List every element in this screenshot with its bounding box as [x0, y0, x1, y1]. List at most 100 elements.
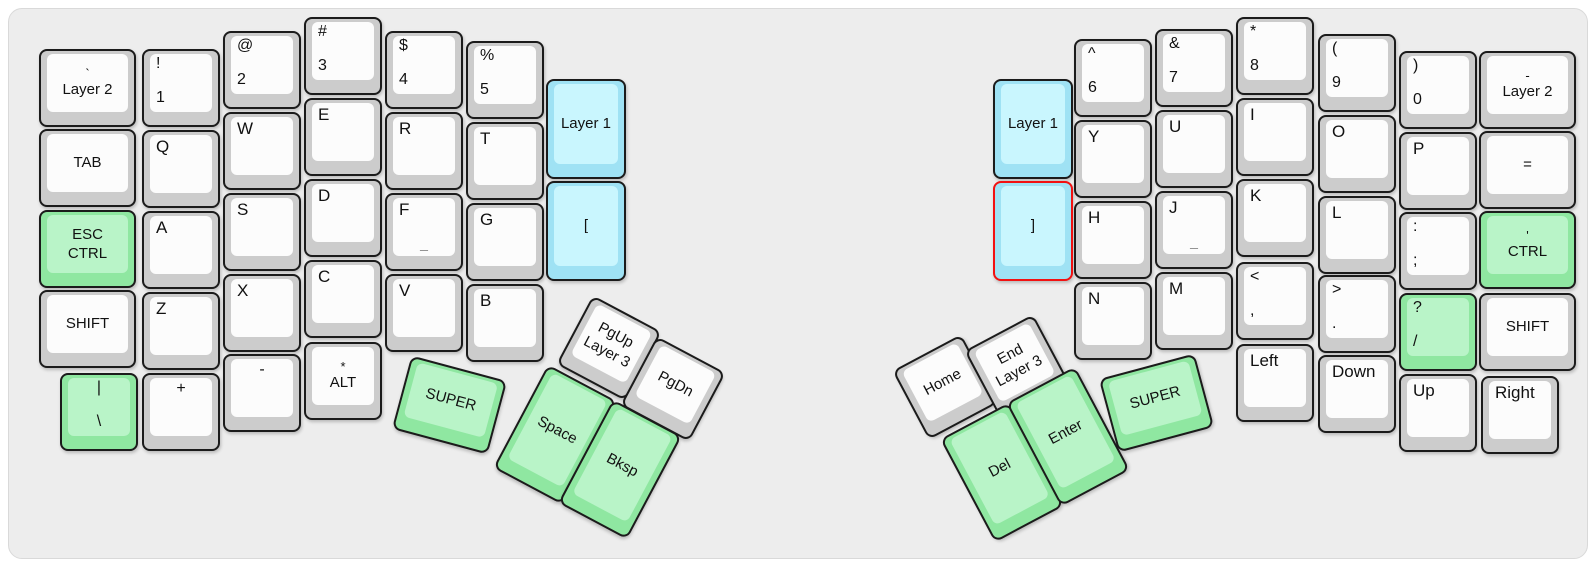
- key-q[interactable]: Q: [142, 130, 220, 208]
- key-label: %: [480, 47, 495, 64]
- key-8[interactable]: *8: [1236, 17, 1314, 95]
- keycap-u: U: [1163, 115, 1225, 173]
- keycap-left-bracket: [: [554, 186, 618, 266]
- key-left-arrow[interactable]: Left: [1236, 344, 1314, 422]
- keycap-down-arrow: Down: [1326, 360, 1388, 418]
- keycap-2: @2: [231, 36, 293, 94]
- key-p[interactable]: P: [1399, 132, 1477, 210]
- key-backtick-layer2[interactable]: `Layer 2: [39, 49, 136, 127]
- key-f[interactable]: F_: [385, 193, 463, 271]
- key-a[interactable]: A: [142, 211, 220, 289]
- key-label: C: [318, 267, 331, 286]
- key-right-bracket[interactable]: ]: [993, 181, 1073, 281]
- key-2[interactable]: @2: [223, 31, 301, 109]
- key-super-right[interactable]: SUPER: [1098, 353, 1215, 453]
- key-label: 1: [156, 89, 165, 107]
- keycap-b: B: [474, 289, 536, 347]
- key-shift-left[interactable]: SHIFT: [39, 290, 136, 368]
- key-o[interactable]: O: [1318, 115, 1396, 193]
- key-t[interactable]: T: [466, 122, 544, 200]
- keycap-q: Q: [150, 135, 212, 193]
- key-g[interactable]: G: [466, 203, 544, 281]
- keycap-d: D: [312, 184, 374, 242]
- key-tab[interactable]: TAB: [39, 129, 136, 207]
- key-label: D: [318, 186, 331, 205]
- key-b[interactable]: B: [466, 284, 544, 362]
- key-label: H: [1088, 208, 1101, 227]
- key-question-slash[interactable]: ?/: [1399, 293, 1477, 371]
- key-layer1-left[interactable]: Layer 1: [546, 79, 626, 179]
- key-minus-left[interactable]: -: [223, 354, 301, 432]
- key-semicolon[interactable]: :;: [1399, 212, 1477, 290]
- key-m[interactable]: M: [1155, 272, 1233, 350]
- key-u[interactable]: U: [1155, 110, 1233, 188]
- key-period[interactable]: >.: [1318, 275, 1396, 353]
- key-i[interactable]: I: [1236, 98, 1314, 176]
- key-c[interactable]: C: [304, 260, 382, 338]
- key-layer1-right[interactable]: Layer 1: [993, 79, 1073, 179]
- keycap-quote-ctrl: 'CTRL: [1487, 216, 1568, 274]
- key-label: ESC: [72, 225, 103, 243]
- key-z[interactable]: Z: [142, 292, 220, 370]
- key-label: (: [1332, 40, 1338, 57]
- keycap-r: R: [393, 117, 455, 175]
- key-0[interactable]: )0: [1399, 51, 1477, 129]
- key-3[interactable]: #3: [304, 17, 382, 95]
- key-label: 8: [1250, 57, 1259, 75]
- key-v[interactable]: V: [385, 274, 463, 352]
- keycap-pipe-backslash: |\: [68, 378, 130, 436]
- key-quote-ctrl[interactable]: 'CTRL: [1479, 211, 1576, 289]
- key-4[interactable]: $4: [385, 31, 463, 109]
- key-label: Down: [1332, 362, 1376, 381]
- key-star-alt[interactable]: *ALT: [304, 342, 382, 420]
- key-comma[interactable]: <,: [1236, 262, 1314, 340]
- key-d[interactable]: D: [304, 179, 382, 257]
- key-minus-layer2[interactable]: -Layer 2: [1479, 51, 1576, 129]
- key-l[interactable]: L: [1318, 196, 1396, 274]
- key-6[interactable]: ^6: [1074, 39, 1152, 117]
- key-up-arrow[interactable]: Up: [1399, 374, 1477, 452]
- key-n[interactable]: N: [1074, 282, 1152, 360]
- key-label: Bksp: [603, 449, 642, 481]
- key-9[interactable]: (9: [1318, 34, 1396, 112]
- keycap-3: #3: [312, 22, 374, 80]
- key-label: |: [96, 379, 102, 396]
- key-s[interactable]: S: [223, 193, 301, 271]
- keycap-backtick-layer2: `Layer 2: [47, 54, 128, 112]
- key-shift-right[interactable]: SHIFT: [1479, 293, 1576, 371]
- key-y[interactable]: Y: [1074, 120, 1152, 198]
- key-plus[interactable]: +: [142, 373, 220, 451]
- key-label: ;: [1413, 252, 1418, 270]
- key-label: K: [1250, 186, 1262, 205]
- key-h[interactable]: H: [1074, 201, 1152, 279]
- keycap-right-arrow: Right: [1489, 381, 1551, 439]
- key-label: 3: [318, 57, 327, 75]
- key-super-left[interactable]: SUPER: [391, 355, 508, 455]
- key-right-arrow[interactable]: Right: [1481, 376, 1559, 454]
- key-pipe-backslash[interactable]: |\: [60, 373, 138, 451]
- key-r[interactable]: R: [385, 112, 463, 190]
- keycap-n: N: [1082, 287, 1144, 345]
- keycap-plus: +: [150, 378, 212, 436]
- key-label: ,: [1250, 302, 1255, 320]
- key-left-bracket[interactable]: [: [546, 181, 626, 281]
- key-e[interactable]: E: [304, 98, 382, 176]
- keycap-equals: =: [1487, 136, 1568, 194]
- key-label: @: [237, 37, 254, 54]
- key-7[interactable]: &7: [1155, 29, 1233, 107]
- key-5[interactable]: %5: [466, 41, 544, 119]
- key-j[interactable]: J_: [1155, 191, 1233, 269]
- keycap-c: C: [312, 265, 374, 323]
- key-label: M: [1169, 279, 1184, 298]
- key-label: B: [480, 291, 492, 310]
- key-w[interactable]: W: [223, 112, 301, 190]
- key-equals[interactable]: =: [1479, 131, 1576, 209]
- key-label: A: [156, 218, 168, 237]
- key-down-arrow[interactable]: Down: [1318, 355, 1396, 433]
- key-1[interactable]: !1: [142, 49, 220, 127]
- key-k[interactable]: K: [1236, 179, 1314, 257]
- key-x[interactable]: X: [223, 274, 301, 352]
- key-label: ALT: [329, 374, 357, 392]
